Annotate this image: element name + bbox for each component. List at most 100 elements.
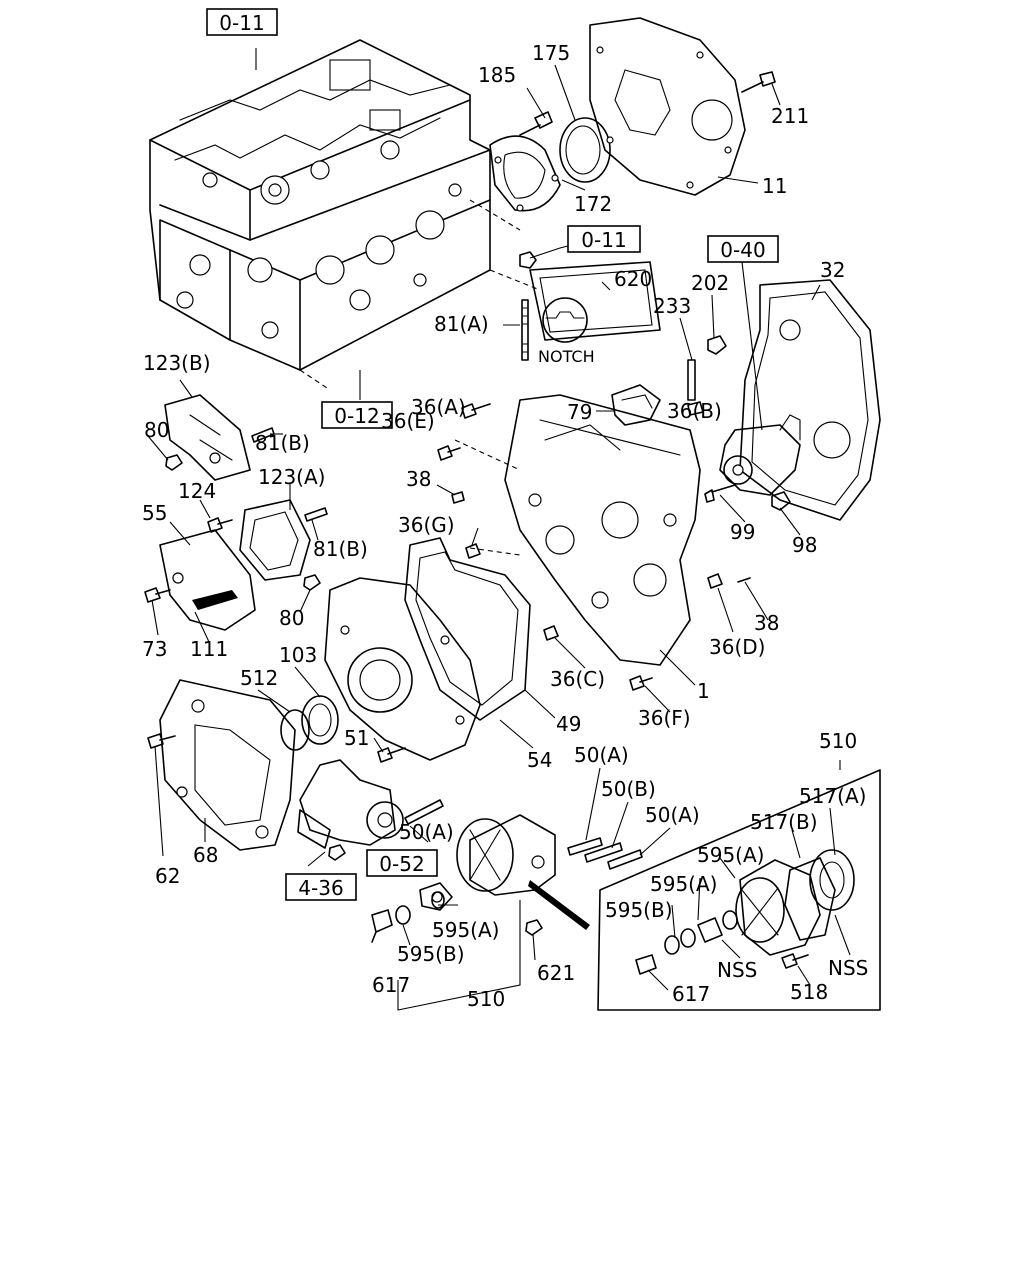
oring-512 (280, 709, 310, 751)
label-36g: 36(G) (398, 513, 455, 537)
pump-body-detail (735, 859, 821, 956)
label-50a2: 50(A) (645, 803, 700, 827)
label-notch: NOTCH (538, 347, 595, 366)
nut-98 (771, 491, 791, 511)
label-50b: 50(B) (601, 777, 656, 801)
nut-80a (165, 454, 183, 471)
bolt-73 (144, 587, 171, 603)
gasket-32 (739, 279, 881, 521)
timing-case-1 (454, 394, 701, 666)
leader-lines (147, 48, 851, 1011)
label-517b: 517(B) (750, 810, 818, 834)
engine-block (149, 39, 541, 391)
label-123b: 123(B) (143, 351, 211, 375)
plate-68 (159, 679, 296, 851)
label-1: 1 (697, 679, 710, 703)
label-36a: 36(A) (411, 395, 466, 419)
nut-top (519, 251, 537, 269)
nut-202 (707, 335, 727, 355)
ref-0-12-text: 0-12 (334, 404, 379, 428)
part-labels: 185 175 211 172 11 620 81(A) 233 202 32 … (142, 41, 868, 1011)
label-617-left: 617 (372, 973, 410, 997)
gasket-111 (192, 590, 238, 610)
label-36c: 36(C) (550, 667, 605, 691)
ref-box-4-36[interactable]: 4-36 (285, 873, 357, 901)
seal-retainer-172 (489, 135, 561, 212)
label-99: 99 (730, 520, 755, 544)
bolt-99 (704, 484, 736, 503)
label-36f: 36(F) (638, 706, 691, 730)
label-80b: 80 (279, 606, 304, 630)
label-185: 185 (478, 63, 516, 87)
ref-0-11-top-text: 0-11 (219, 11, 264, 35)
label-211: 211 (771, 104, 809, 128)
gasket-123a (239, 499, 311, 581)
stud-81a (521, 299, 529, 361)
label-510-bottom: 510 (467, 987, 505, 1011)
label-111: 111 (190, 637, 228, 661)
ref-0-40-text: 0-40 (720, 238, 765, 262)
bolts-36-group (437, 403, 751, 691)
label-518: 518 (790, 980, 828, 1004)
label-595a1: 595(A) (697, 843, 764, 867)
label-36b: 36(B) (667, 399, 722, 423)
label-595a3: 595(A) (432, 918, 499, 942)
gasket-54 (404, 537, 531, 721)
bracket-123b (164, 394, 251, 481)
label-98: 98 (792, 533, 817, 557)
label-55: 55 (142, 501, 167, 525)
ref-box-0-11-mid[interactable]: 0-11 (567, 225, 641, 253)
label-50a1: 50(A) (574, 743, 629, 767)
bolt-62 (147, 733, 176, 749)
plug-617-left (371, 909, 393, 943)
label-124: 124 (178, 479, 216, 503)
oil-seal-103 (301, 695, 339, 745)
connector-0-52 (419, 882, 453, 911)
ref-0-52-text: 0-52 (379, 852, 424, 876)
label-62: 62 (155, 864, 180, 888)
injection-pump (719, 414, 801, 496)
nut-621 (525, 919, 543, 936)
label-32: 32 (820, 258, 845, 282)
ref-box-0-11-top[interactable]: 0-11 (206, 8, 278, 36)
label-202: 202 (691, 271, 729, 295)
label-617-right: 617 (672, 982, 710, 1006)
label-172: 172 (574, 192, 612, 216)
vacuum-pump-510 (456, 814, 556, 896)
washers-595 (395, 891, 445, 925)
label-103: 103 (279, 643, 317, 667)
ref-box-0-52[interactable]: 0-52 (366, 849, 438, 877)
label-621: 621 (537, 961, 575, 985)
label-36e: 36(E) (381, 409, 435, 433)
label-49: 49 (556, 712, 581, 736)
front-cover-49 (324, 577, 481, 761)
bolt-124 (207, 517, 233, 533)
label-11: 11 (762, 174, 787, 198)
cover-55 (159, 529, 256, 631)
label-595b2: 595(B) (397, 942, 465, 966)
nut-oilpump (328, 844, 346, 861)
bolt-185 (519, 111, 553, 136)
label-38a: 38 (406, 467, 431, 491)
ref-box-0-40[interactable]: 0-40 (707, 235, 779, 263)
label-50a3: 50(A) (399, 820, 454, 844)
stud-81b2 (304, 507, 328, 522)
stud-50a-left (404, 799, 444, 825)
label-68: 68 (193, 843, 218, 867)
label-79: 79 (567, 400, 592, 424)
label-81b2: 81(B) (313, 537, 368, 561)
oil-pump-assy (297, 759, 404, 849)
label-38b: 38 (754, 611, 779, 635)
label-81a: 81(A) (434, 312, 489, 336)
gasket-620 (529, 261, 661, 341)
label-620: 620 (614, 267, 652, 291)
label-512: 512 (240, 666, 278, 690)
label-510-top: 510 (819, 729, 857, 753)
gear-517a (809, 849, 855, 911)
label-595b1: 595(B) (605, 898, 673, 922)
label-54: 54 (527, 748, 552, 772)
ref-4-36-text: 4-36 (298, 876, 343, 900)
ref-box-0-12[interactable]: 0-12 (321, 401, 393, 429)
bolt-51 (377, 747, 406, 763)
bolt-211 (741, 71, 776, 93)
